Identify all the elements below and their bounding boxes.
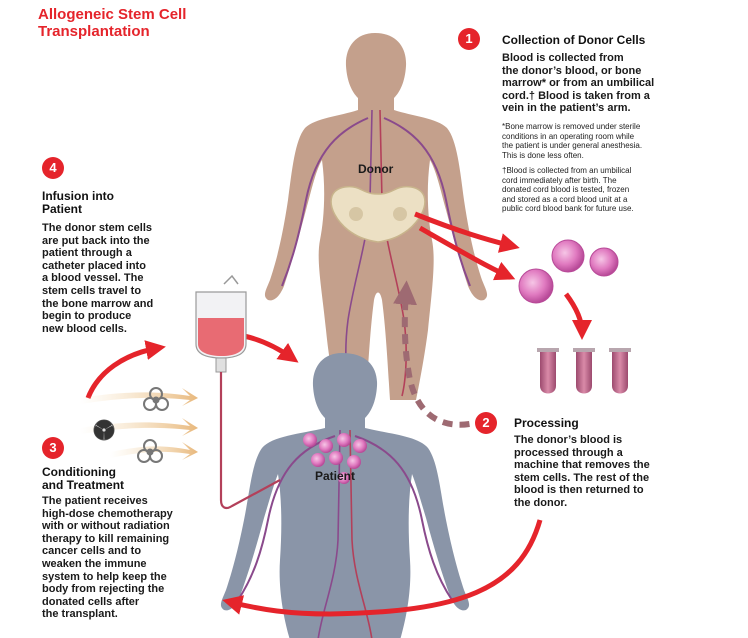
step-3-body-line: The patient receives (42, 495, 148, 507)
step-4-body-line: catheter placed into (42, 259, 146, 272)
patient-cells (303, 433, 367, 484)
step-4-heading-line: Infusion into (42, 189, 114, 203)
title-line-1: Allogeneic Stem Cell (38, 6, 187, 23)
step-2-body-line: blood is then returned to (514, 484, 644, 497)
step-3-body-line: system to help keep the (42, 570, 167, 583)
step-1-heading: Collection of Donor Cells (502, 34, 645, 47)
step-1-heading-line: Collection of Donor Cells (502, 33, 646, 47)
step-2-body: The donor’s blood is processed through a… (514, 434, 650, 510)
step-4-body-line: stem cells travel to (42, 284, 142, 297)
step-4-body: The donor stem cells are put back into t… (42, 222, 153, 335)
step-3-body-line: body from rejecting the (42, 583, 165, 596)
arrow-bag-to-patient (243, 333, 299, 363)
note-line: the patient is under general anesthesia. (502, 141, 643, 151)
collected-cells (518, 239, 619, 304)
step-4-heading-line: Patient (42, 202, 83, 216)
patient-label: Patient (315, 469, 356, 483)
donor-figure (264, 33, 488, 400)
iv-bag (195, 274, 281, 510)
note-line: †Blood is collected from an umbilical (502, 166, 632, 175)
step-1-number: 1 (458, 28, 480, 50)
step-3-heading: Conditioning and Treatment (42, 466, 124, 492)
step-3-heading-line: and Treatment (42, 478, 125, 492)
step-2-number: 2 (475, 412, 497, 434)
biohazard-icon (137, 439, 163, 463)
step-1-body-line: vein in the patient’s arm. (502, 102, 631, 115)
test-tubes (537, 348, 631, 394)
title-line-2: Transplantation (38, 23, 150, 40)
step-1-body-line: Blood is collected from (502, 52, 624, 64)
step-3-body-line: cancer cells and to (42, 545, 142, 558)
step-1-body-line: cord.† Blood is taken from a (502, 89, 650, 102)
step-4-body-line: begin to produce (42, 310, 132, 323)
step-2-body-line: processed through a (514, 446, 623, 459)
step-1-body-line: the donor’s blood, or bone (502, 64, 642, 77)
note-line: *Bone marrow is removed under sterile (502, 122, 641, 131)
step-3-body-line: high-dose chemotherapy (42, 507, 173, 520)
note-line: cord immediately after birth. The (502, 175, 617, 185)
step-4-body-line: new blood cells. (42, 322, 127, 335)
donor-label: Donor (358, 162, 394, 176)
step-4-body-line: are put back into the (42, 234, 150, 247)
biohazard-icon (143, 387, 169, 411)
step-3-body-line: with or without radiation (42, 520, 170, 533)
note-line: This is done less often. (502, 150, 584, 160)
arrow-cells-to-tubes (563, 292, 592, 340)
note-line: donated cord blood is tested, frozen (502, 185, 630, 195)
step-4-heading: Infusion into Patient (42, 190, 114, 216)
step-1-note-cord-blood: †Blood is collected from an umbilical co… (502, 166, 634, 214)
page-title: Allogeneic Stem Cell Transplantation (38, 6, 186, 40)
note-line: and stored as a cord blood unit at a (502, 194, 628, 204)
radiation-icon (93, 419, 115, 441)
step-2-body-line: stem cells. The rest of the (514, 471, 650, 484)
step-4-number: 4 (42, 157, 64, 179)
step-3-body-line: therapy to kill remaining (42, 532, 170, 545)
step-2-body-line: The donor’s blood is (514, 434, 623, 446)
step-3-body-line: donated cells after (42, 595, 140, 608)
step-2-body-line: the donor. (514, 496, 568, 509)
step-3-body-line: weaken the immune (42, 557, 147, 570)
step-4-body-line: patient through a (42, 247, 132, 260)
step-4-body-line: the bone marrow and (42, 297, 154, 310)
arrow-donor-to-cells (414, 211, 520, 253)
arrow-return-to-donor (393, 280, 487, 428)
step-3-number: 3 (42, 437, 64, 459)
note-line: public cord blood bank for future use. (502, 204, 634, 214)
step-2-heading-line: Processing (514, 416, 579, 430)
patient-figure (220, 353, 470, 638)
step-3-body: The patient receives high-dose chemother… (42, 495, 173, 621)
arrow-donor-to-cells-2 (418, 225, 516, 281)
step-1-body: Blood is collected from the donor’s bloo… (502, 52, 654, 115)
note-line: conditions in an operating room while (502, 131, 635, 141)
arrow-conditioning-to-infusion (85, 340, 166, 399)
step-3-heading-line: Conditioning (42, 465, 116, 479)
step-4-body-line: The donor stem cells (42, 222, 153, 234)
step-2-body-line: machine that removes the (514, 459, 650, 472)
arrow-processing-to-conditioning (222, 519, 543, 617)
step-1-body-line: marrow* or from an umbilical (502, 77, 655, 90)
step-1-note-bone-marrow: *Bone marrow is removed under sterile co… (502, 122, 642, 160)
step-3-body-line: the transplant. (42, 608, 118, 621)
step-4-body-line: a blood vessel. The (42, 272, 144, 285)
step-2-heading: Processing (514, 417, 579, 430)
